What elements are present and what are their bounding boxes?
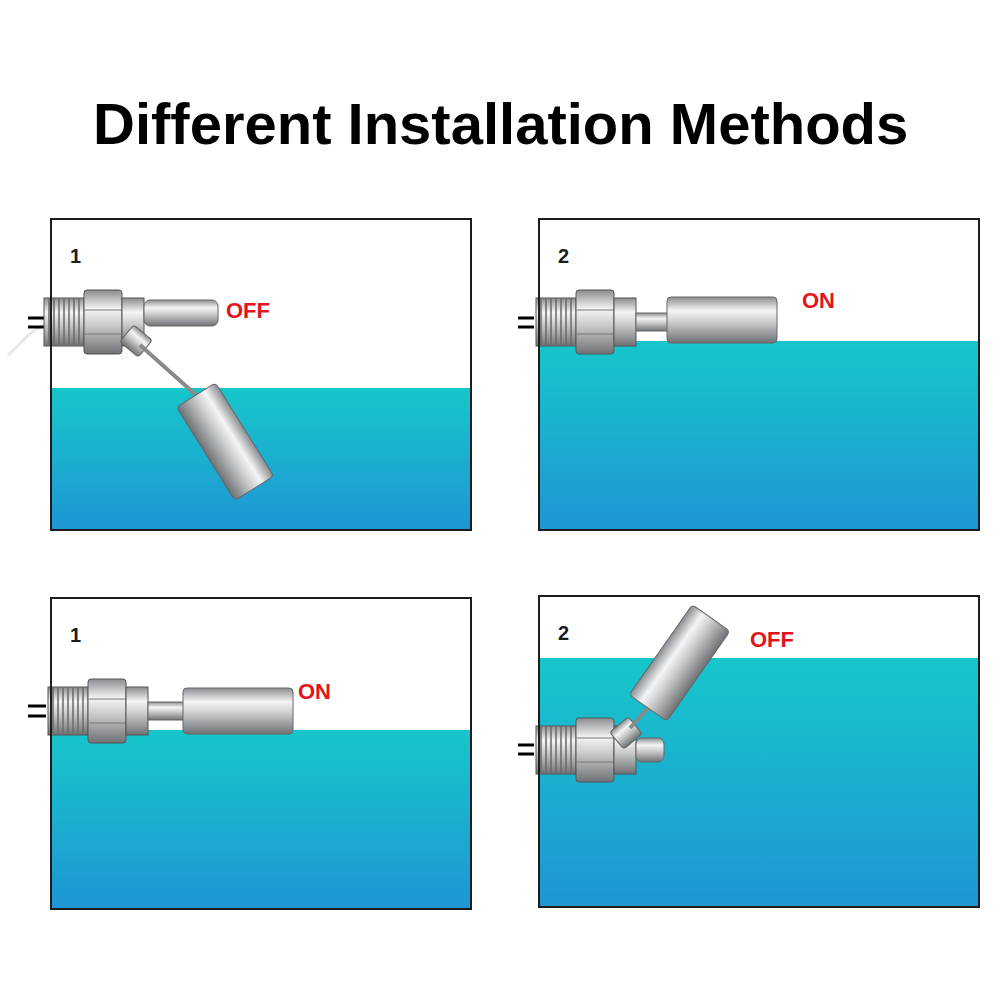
title: Different Installation Methods [93, 92, 908, 156]
callout-number: 2 [558, 246, 569, 266]
installation-panel: 1ON [50, 597, 472, 910]
callout-number: 1 [70, 246, 81, 266]
state-label: ON [298, 681, 331, 703]
callout-number: 1 [70, 625, 81, 645]
state-label: OFF [226, 300, 270, 322]
installation-panel: 1OFF [50, 218, 472, 531]
state-label: OFF [750, 629, 794, 651]
installation-panel: 2ON [538, 218, 980, 531]
installation-panel: 2 OFF [538, 595, 980, 908]
callout-number: 2 [558, 623, 569, 643]
state-label: ON [802, 290, 835, 312]
